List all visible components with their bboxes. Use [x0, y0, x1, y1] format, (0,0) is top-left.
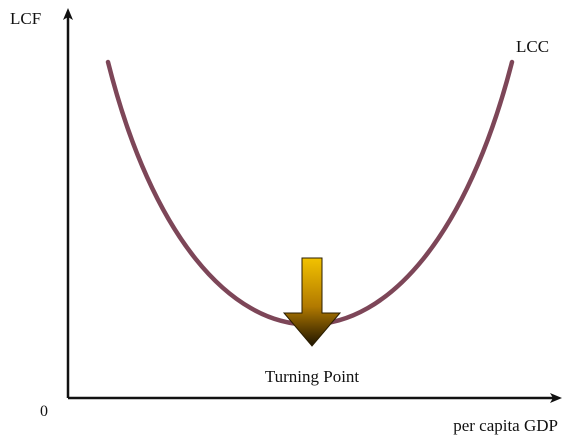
- turning-point-label: Turning Point: [265, 367, 360, 386]
- origin-label: 0: [40, 403, 48, 420]
- down-arrow-icon: [282, 257, 342, 347]
- x-axis-label: per capita GDP: [453, 416, 558, 435]
- curve-label: LCC: [516, 37, 549, 56]
- y-axis-label: LCF: [10, 9, 41, 28]
